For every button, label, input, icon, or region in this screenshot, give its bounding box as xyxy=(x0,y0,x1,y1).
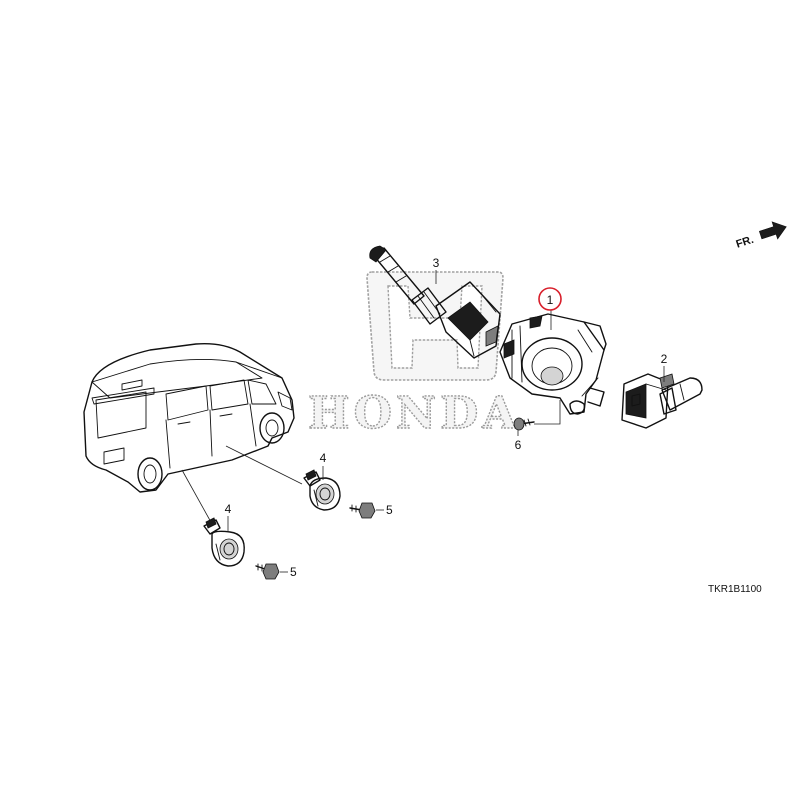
callout-4-upper[interactable]: 4 xyxy=(320,451,327,465)
front-direction-indicator: FR. xyxy=(735,221,787,251)
part-6-screw xyxy=(513,417,535,431)
callout-4-lower[interactable]: 4 xyxy=(225,502,232,516)
front-label: FR. xyxy=(735,234,756,251)
watermark-text: HONDA xyxy=(308,388,520,439)
leader-vehicle-to-sensor-lower xyxy=(181,469,213,525)
honda-watermark: HONDA xyxy=(307,271,520,440)
callout-3[interactable]: 3 xyxy=(433,256,440,270)
part-4-sensor-upper xyxy=(303,469,341,511)
front-arrow-icon xyxy=(758,221,787,240)
part-5-bolt-upper xyxy=(349,502,376,519)
callout-6[interactable]: 6 xyxy=(515,438,522,452)
part-4-sensor-lower xyxy=(203,517,245,567)
callout-1-highlight-ring xyxy=(538,287,562,311)
diagram-code: TKR1B1100 xyxy=(708,584,762,595)
part-1-cable-reel xyxy=(499,313,607,415)
part-2-wiper-switch xyxy=(621,373,703,429)
callout-2[interactable]: 2 xyxy=(661,352,668,366)
part-3-light-switch xyxy=(369,245,501,359)
leader-vehicle-to-sensor-upper xyxy=(225,445,303,485)
part-5-bolt-lower xyxy=(255,563,280,580)
callout-labels: 1 2 3 4 4 5 5 6 xyxy=(225,256,668,579)
vehicle-outline xyxy=(83,342,295,493)
callout-1[interactable]: 1 xyxy=(547,293,554,307)
callout-5-lower[interactable]: 5 xyxy=(290,565,297,579)
callout-5-upper[interactable]: 5 xyxy=(386,503,393,517)
